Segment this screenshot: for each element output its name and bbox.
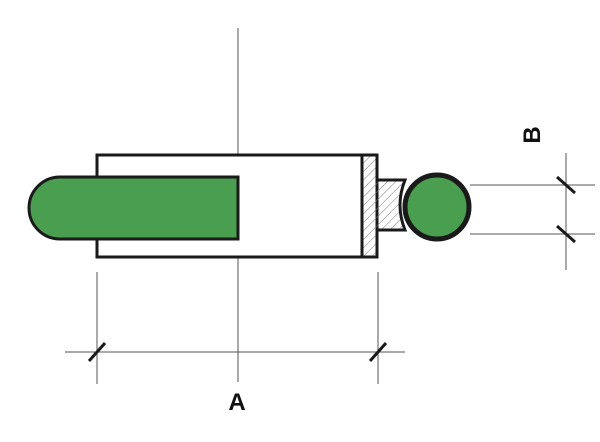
- dim-b-tick-bottom: [556, 224, 576, 244]
- o-ring-cross-section: [402, 172, 472, 242]
- dimension-b-label: B: [519, 126, 546, 143]
- dim-a-tick-right: [368, 342, 388, 362]
- groove-outline: [360, 153, 408, 259]
- dimension-a-label: A: [228, 389, 245, 416]
- green-rod: [27, 175, 240, 241]
- dim-a-tick-left: [87, 342, 107, 362]
- dim-b-tick-top: [556, 175, 576, 195]
